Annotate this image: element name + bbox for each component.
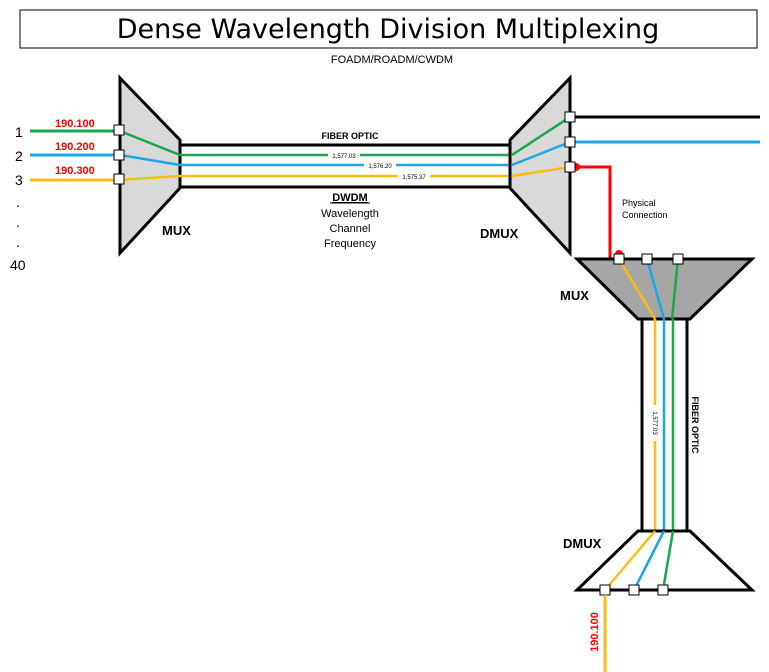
mux-bottom-inner-green (670, 258, 680, 320)
dwdm-label: DWDM (332, 192, 367, 204)
channel-ellipsis-3: . (16, 234, 20, 250)
mux-inner-yellow (119, 174, 181, 182)
dmux-device-right (508, 74, 572, 257)
mux-bottom-port-3 (672, 253, 684, 265)
wavelength-label: Wavelength (321, 208, 379, 220)
connection-label: Connection (622, 210, 668, 220)
dmux-inner-green (511, 115, 571, 157)
mux-device-bottom (573, 257, 756, 321)
dmux-bottom-port-3 (657, 584, 669, 596)
dmux-label-right: DMUX (480, 226, 519, 241)
dmux-port-1 (564, 111, 576, 123)
mux-bottom-port-2 (641, 253, 653, 265)
mux-label-left: MUX (162, 223, 191, 238)
dmux-port-3 (564, 161, 576, 173)
wavelength-2-bg (364, 161, 396, 169)
channel-label: Channel (330, 223, 371, 235)
wavelength-1: 1,577.03 (332, 154, 356, 160)
mux-inner-blue (119, 153, 181, 167)
dmux-bottom-port-1 (599, 584, 611, 596)
dmux-port-2 (564, 136, 576, 148)
channel-ellipsis-1: . (16, 194, 20, 210)
input-frequency-3: 190.300 (55, 165, 95, 177)
channel-number-3: 3 (15, 172, 23, 188)
vertical-wavelength: 1,577.03 (651, 411, 657, 435)
mux-bottom-port-1 (613, 253, 625, 265)
dmux-bottom-inner-blue (632, 530, 666, 591)
input-frequency-2: 190.200 (55, 141, 95, 153)
wavelength-3-bg (398, 172, 430, 180)
mux-label-bottom: MUX (560, 288, 589, 303)
mux-port-2 (113, 149, 125, 161)
dmux-bottom-inner-yellow (604, 530, 656, 591)
channel-ellipsis-2: . (16, 214, 20, 230)
dmux-bottom-port-2 (628, 584, 640, 596)
mux-bottom-inner-yellow (617, 258, 657, 320)
physical-label: Physical (622, 198, 656, 208)
wavelength-1-bg (328, 151, 360, 159)
mux-port-3 (113, 173, 125, 185)
physical-connection-line (572, 165, 612, 260)
dmux-inner-blue (511, 140, 571, 167)
mux-inner-green (119, 129, 181, 157)
mux-bottom-inner-blue (645, 258, 666, 320)
input-frequency-1: 190.100 (55, 118, 95, 130)
dmux-inner-yellow (511, 165, 571, 178)
channel-number-1: 1 (15, 124, 23, 140)
vertical-fiber-optic-label: FIBER OPTIC (690, 396, 700, 454)
mux-port-1 (113, 124, 125, 136)
channel-number-40: 40 (10, 257, 26, 273)
output-frequency: 190.100 (589, 612, 601, 652)
dmux-label-bottom: DMUX (563, 536, 602, 551)
title-box (19, 9, 758, 49)
frequency-label: Frequency (324, 238, 376, 250)
wavelength-2: 1,576.20 (368, 164, 392, 170)
subtitle: FOADM/ROADM/CWDM (331, 54, 453, 66)
vertical-wavelength-bg (650, 405, 659, 441)
dmux-bottom-inner-green (661, 530, 675, 591)
wavelength-3: 1,575.37 (402, 175, 426, 181)
fiber-optic-label: FIBER OPTIC (321, 131, 379, 141)
channel-number-2: 2 (15, 148, 23, 164)
page-title: Dense Wavelength Division Multiplexing (117, 14, 660, 45)
